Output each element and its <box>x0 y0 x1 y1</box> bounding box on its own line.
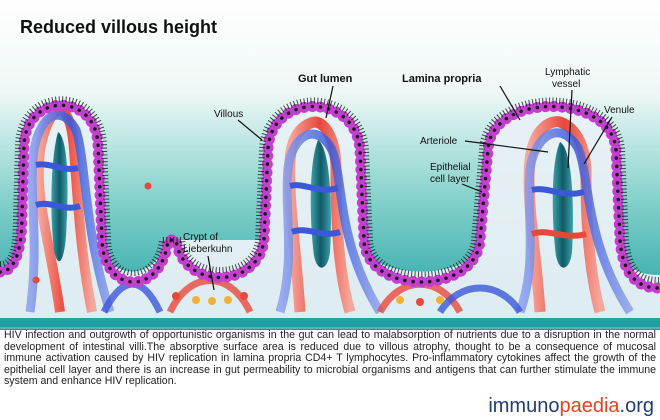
label-lamina-propria: Lamina propria <box>402 73 482 85</box>
brand-part-2: paedia <box>559 395 620 417</box>
villus-1-venule <box>25 110 115 314</box>
epithelial-nuclei <box>0 103 660 290</box>
label-venule: Venule <box>604 105 635 116</box>
label-epithelial-line2: cell layer <box>430 174 470 185</box>
leader-lines <box>207 85 613 291</box>
leader-gut-lumen <box>325 85 334 119</box>
label-crypt-line1: Crypt of <box>183 232 218 243</box>
leader-lamina-propria <box>499 85 521 121</box>
leader-villous <box>237 119 263 141</box>
label-crypt-line2: Lieberkuhn <box>183 244 232 255</box>
villus-3-venule <box>515 128 634 315</box>
brand-part-3: .org <box>619 395 654 417</box>
leader-crypt <box>207 255 215 291</box>
villus-1-arteriole <box>33 104 97 313</box>
brand-logo[interactable]: immunopaedia.org <box>468 394 654 418</box>
leader-lymphatic-vessel <box>567 89 573 169</box>
crypt-cells <box>32 182 444 306</box>
label-lymphatic-line2: vessel <box>552 79 580 90</box>
brand-part-1: immuno <box>488 395 560 417</box>
villi-illustration: Reduced villous height Gut lumen Lamina … <box>0 0 660 330</box>
leader-arteriole <box>464 140 549 153</box>
villus-2-venule <box>275 129 384 315</box>
label-lymphatic-line1: Lymphatic <box>545 67 590 78</box>
caption-text: HIV infection and outgrowth of opportuni… <box>4 329 656 387</box>
villus-1 <box>25 104 115 314</box>
label-arteriole: Arteriole <box>420 136 458 147</box>
villus-3 <box>515 116 634 315</box>
label-gut-lumen: Gut lumen <box>298 73 353 85</box>
leader-epithelial <box>461 183 483 193</box>
label-villous: Villous <box>214 109 243 120</box>
diagram-title: Reduced villous height <box>20 17 217 37</box>
villus-2 <box>275 116 384 315</box>
label-epithelial-line1: Epithelial <box>430 162 471 173</box>
leader-venule <box>583 116 613 165</box>
